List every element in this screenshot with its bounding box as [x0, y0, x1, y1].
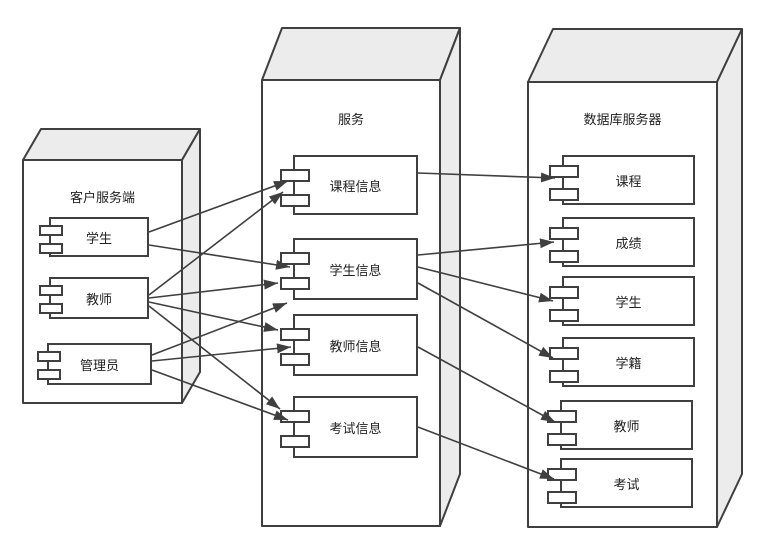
component-db-exam: 考试 — [547, 458, 693, 508]
component-service-exam-info: 考试信息 — [280, 396, 418, 458]
component-port-icon — [549, 188, 579, 201]
component-label: 课程 — [615, 173, 642, 189]
component-service-teacher-info: 教师信息 — [280, 314, 418, 376]
component-port-icon — [547, 433, 577, 446]
component-port-icon — [547, 491, 577, 504]
component-service-course-info: 课程信息 — [280, 155, 418, 215]
client-node-top-face — [22, 128, 201, 161]
component-client-student: 学生 — [39, 217, 149, 257]
component-port-icon — [39, 285, 63, 296]
component-port-icon — [547, 468, 577, 481]
component-label: 教师 — [85, 291, 112, 307]
component-port-icon — [280, 277, 310, 290]
component-db-course: 课程 — [549, 155, 695, 205]
component-port-icon — [39, 303, 63, 314]
component-port-icon — [280, 328, 310, 341]
component-port-icon — [549, 309, 579, 322]
component-label: 学籍 — [615, 355, 642, 371]
component-client-teacher: 教师 — [39, 277, 149, 319]
component-port-icon — [39, 225, 63, 236]
service-node-label: 服务 — [337, 112, 364, 127]
component-port-icon — [37, 369, 61, 380]
component-service-student-info: 学生信息 — [280, 238, 418, 300]
component-label: 教师信息 — [329, 338, 382, 354]
component-db-status: 学籍 — [549, 337, 695, 387]
client-node-label: 客户服务端 — [69, 190, 135, 205]
component-label: 学生 — [615, 294, 642, 310]
component-label: 教师 — [613, 418, 640, 434]
service-node-side-face — [439, 27, 461, 527]
component-port-icon — [280, 252, 310, 265]
component-label: 学生信息 — [329, 262, 382, 278]
component-port-icon — [280, 169, 310, 182]
client-node-side-face — [181, 128, 201, 404]
database-node-top-face — [527, 28, 743, 83]
component-port-icon — [547, 410, 577, 423]
component-label: 课程信息 — [329, 178, 382, 194]
component-port-icon — [549, 286, 579, 299]
component-label: 考试信息 — [329, 420, 382, 436]
component-port-icon — [280, 410, 310, 423]
service-node-front-face — [261, 79, 441, 527]
component-db-teacher: 教师 — [547, 400, 693, 450]
component-port-icon — [549, 347, 579, 360]
component-port-icon — [280, 353, 310, 366]
component-port-icon — [37, 351, 61, 362]
component-port-icon — [39, 243, 63, 254]
component-port-icon — [280, 435, 310, 448]
component-client-admin: 管理员 — [37, 343, 152, 385]
component-label: 成绩 — [615, 235, 642, 251]
database-node-label: 数据库服务器 — [583, 112, 662, 127]
component-label: 学生 — [85, 230, 112, 246]
component-port-icon — [549, 370, 579, 383]
component-db-grade: 成绩 — [549, 217, 695, 267]
component-port-icon — [549, 250, 579, 263]
component-db-student: 学生 — [549, 276, 695, 326]
database-node-side-face — [716, 28, 743, 528]
service-node-top-face — [261, 27, 461, 81]
component-port-icon — [280, 194, 310, 207]
component-label: 考试 — [613, 476, 640, 492]
component-port-icon — [549, 227, 579, 240]
component-label: 管理员 — [79, 357, 119, 373]
component-port-icon — [549, 165, 579, 178]
